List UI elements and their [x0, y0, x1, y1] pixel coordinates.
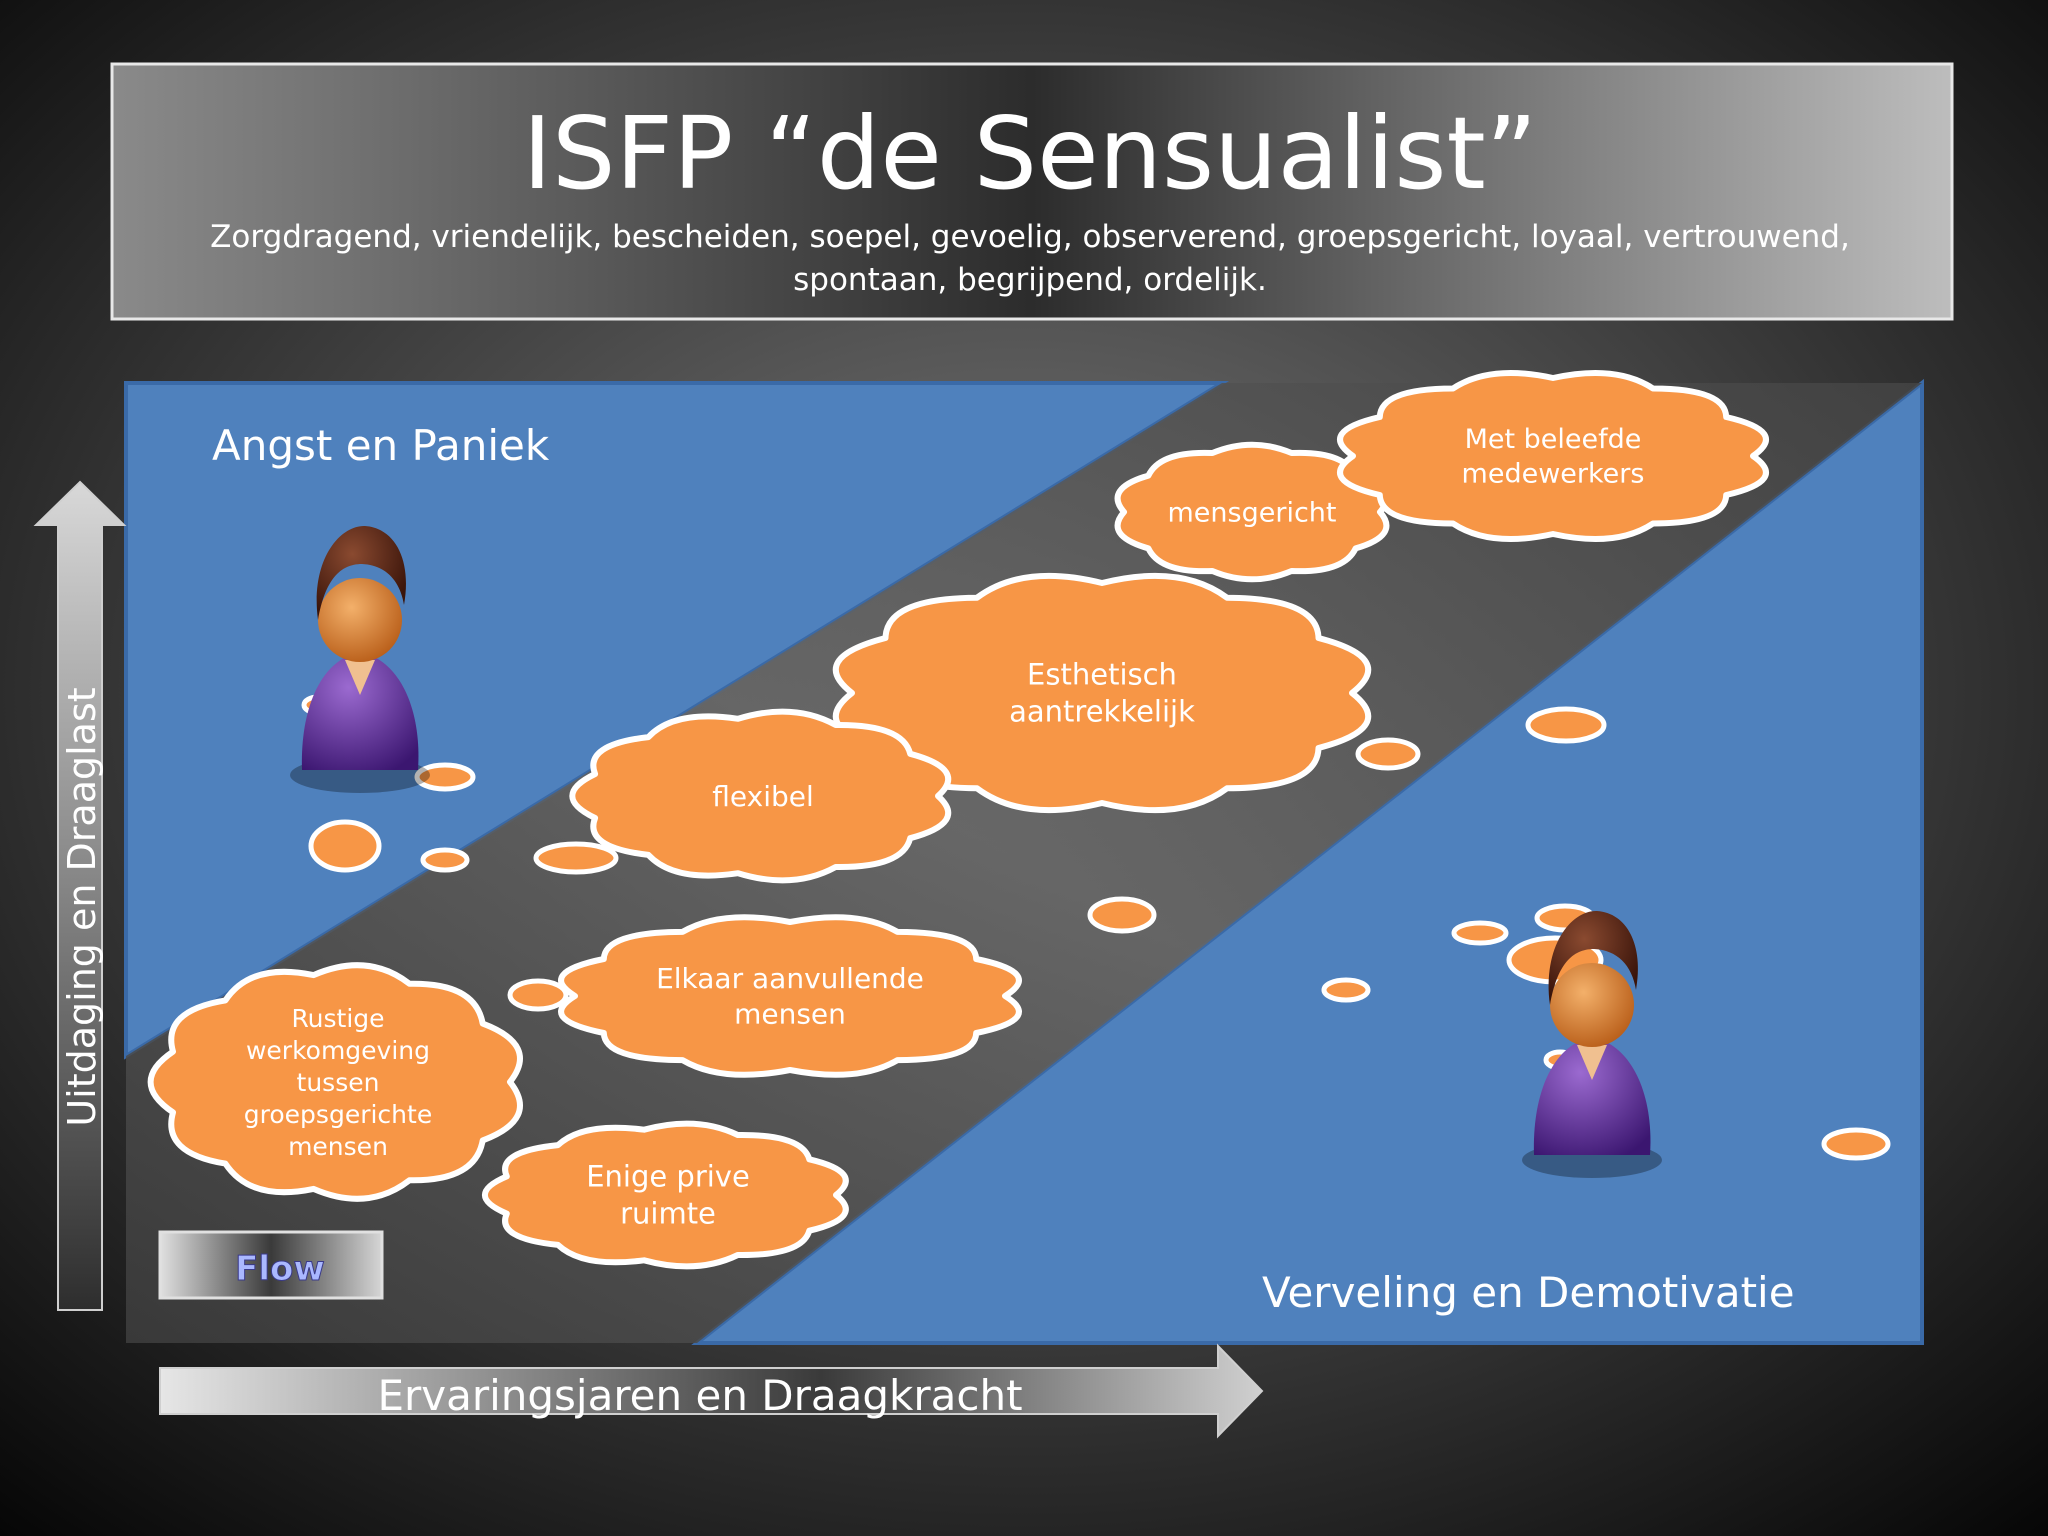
cloud-text-line: flexibel	[712, 780, 814, 813]
cloud-text-line: mensen	[288, 1132, 388, 1161]
thought-bubble	[1525, 706, 1607, 744]
cloud-text-line: Esthetisch	[1027, 658, 1177, 692]
anxiety-label: Angst en Paniek	[212, 421, 550, 470]
cloud-shape	[1114, 441, 1390, 583]
thought-bubble	[533, 841, 619, 875]
arrow-up-icon	[33, 480, 127, 1311]
cloud-shape	[558, 914, 1022, 1078]
person-icon	[1522, 910, 1662, 1178]
cloud-text-line: ruimte	[620, 1197, 716, 1231]
cloud-text-line: medewerkers	[1462, 459, 1645, 490]
cloud-shape	[1337, 369, 1769, 543]
cloud-text-line: Met beleefde	[1465, 424, 1642, 455]
flow-label: Flow	[235, 1249, 325, 1289]
header-banner: ISFP “de Sensualist” Zorgdragend, vriend…	[110, 62, 1954, 321]
cloud-rustige: Rustige werkomgeving tussen groepsgerichte m…	[147, 962, 523, 1202]
cloud-text-line: werkomgeving	[246, 1036, 430, 1065]
thought-bubble	[1355, 737, 1421, 771]
thought-bubble	[507, 978, 569, 1012]
cloud-text-line: mensgericht	[1168, 498, 1337, 529]
thought-bubble	[1451, 920, 1509, 946]
subtitle-line-2: spontaan, begrijpend, ordelijk.	[793, 262, 1267, 298]
thought-bubble	[1321, 977, 1371, 1003]
flow-band	[126, 383, 1922, 1343]
cloud-shape	[832, 572, 1372, 814]
cloud-text-line: tussen	[297, 1068, 380, 1097]
cloud-mensgericht: mensgericht	[1114, 441, 1390, 583]
cloud-text-line: Enige prive	[586, 1160, 750, 1194]
cloud-shape	[147, 962, 523, 1202]
y-axis-label: Uitdaging en Draaglast	[60, 687, 104, 1126]
thought-bubble	[1821, 1127, 1891, 1161]
boredom-label: Verveling en Demotivatie	[1262, 1268, 1795, 1317]
x-axis-label: Ervaringsjaren en Draagkracht	[377, 1371, 1022, 1420]
flow-box: Flow	[158, 1230, 384, 1300]
cloud-flexibel: flexibel	[569, 708, 952, 884]
cloud-layer: mensgericht Met beleefde medewerkersEsthet…	[147, 369, 1769, 1270]
thought-bubble	[414, 762, 476, 792]
subtitle-line-1: Zorgdragend, vriendelijk, bescheiden, so…	[210, 219, 1850, 255]
page-title: ISFP “de Sensualist”	[523, 95, 1538, 212]
cloud-text-line: Rustige	[291, 1004, 384, 1033]
person-icon	[290, 525, 430, 793]
cloud-text-line: Elkaar aanvullende	[656, 962, 924, 995]
cloud-met-beleefde: Met beleefde medewerkers	[1337, 369, 1769, 543]
thought-bubble	[308, 819, 382, 873]
thought-bubble	[420, 847, 470, 873]
thought-bubble	[1087, 896, 1157, 934]
cloud-text-line: mensen	[734, 998, 846, 1031]
cloud-shape	[482, 1120, 849, 1270]
cloud-shape	[569, 708, 952, 884]
cloud-text-line: aantrekkelijk	[1009, 695, 1195, 729]
arrow-right-icon	[159, 1343, 1264, 1439]
cloud-text-line: groepsgerichte	[244, 1100, 432, 1129]
